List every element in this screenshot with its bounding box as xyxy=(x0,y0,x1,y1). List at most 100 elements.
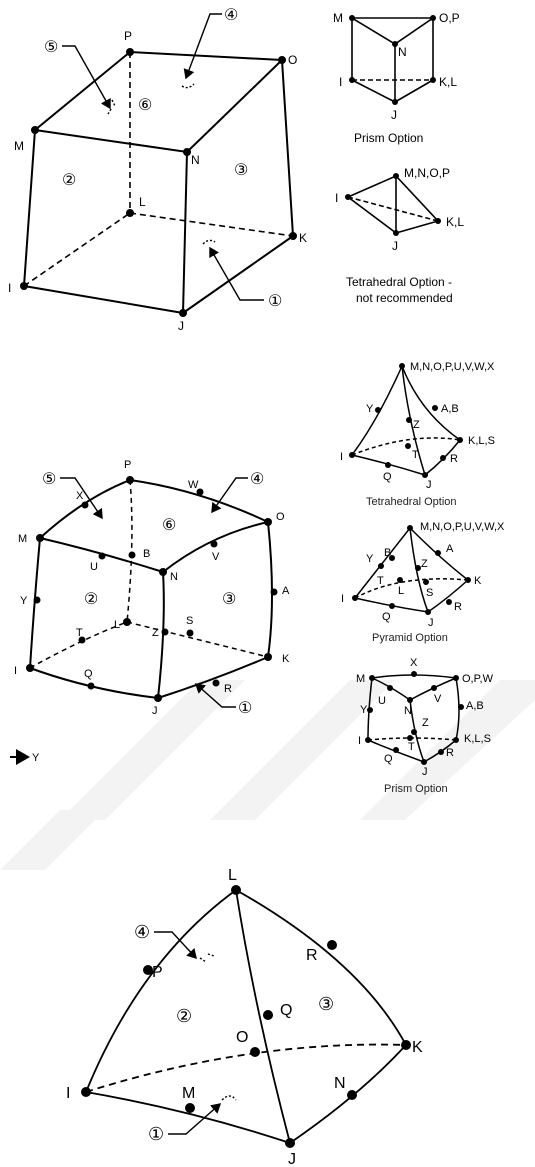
label-M: M xyxy=(14,139,24,153)
tet-label-J: J xyxy=(392,239,398,253)
h20prism-Q: Q xyxy=(384,753,393,765)
tet10-nodes xyxy=(81,885,411,1148)
label-N: N xyxy=(191,153,200,167)
h20-face-5: ⑤ xyxy=(42,471,56,488)
node-N xyxy=(183,148,191,156)
h20-prism-caption: Prism Option xyxy=(384,783,448,795)
y-axis-indicator: Y xyxy=(10,749,40,765)
tet-option-caption-2: not recommended xyxy=(356,291,453,305)
tet10-R: R xyxy=(306,947,318,964)
tet10-face-4: ④ xyxy=(134,922,150,942)
h20-pyramid xyxy=(354,527,469,613)
node-I xyxy=(20,282,28,290)
node-O xyxy=(278,56,286,64)
prism-label-N: N xyxy=(398,45,407,59)
h20prism-I: I xyxy=(358,735,361,747)
h20-Z: Z xyxy=(152,627,159,639)
h20tet-top: M,N,O,P,U,V,W,X xyxy=(410,361,495,373)
prism-label-OP: O,P xyxy=(439,11,460,25)
h20tet-Q: Q xyxy=(383,471,392,483)
pyr-S: S xyxy=(426,587,433,599)
pyr-T: T xyxy=(377,575,384,587)
node-P xyxy=(126,48,134,56)
face-leaders xyxy=(62,13,264,301)
h20-R: R xyxy=(224,683,232,695)
label-O: O xyxy=(288,53,297,67)
h20-face-2: ② xyxy=(84,591,98,608)
h20-N: N xyxy=(170,571,178,583)
h20-face-1: ① xyxy=(238,700,252,717)
h20-O: O xyxy=(276,511,285,523)
tet-label-MNOP: M,N,O,P xyxy=(404,166,450,180)
h20-A: A xyxy=(282,585,290,597)
face-2: ② xyxy=(62,172,76,189)
tet-label-I: I xyxy=(335,191,338,205)
node-J xyxy=(179,309,187,317)
h20prism-M: M xyxy=(356,673,365,685)
h20prism-Z: Z xyxy=(422,717,429,729)
tet10-J: J xyxy=(288,1151,296,1167)
tet10-Q: Q xyxy=(280,1002,292,1019)
tet10-face-3: ③ xyxy=(318,994,334,1014)
hex8-nodes xyxy=(20,48,297,317)
pyr-R: R xyxy=(454,601,462,613)
h20tet-R: R xyxy=(450,453,458,465)
pyr-L: L xyxy=(398,585,404,597)
h20-W: W xyxy=(188,479,199,491)
h20tet-Z: Z xyxy=(413,419,420,431)
h20-K: K xyxy=(282,653,290,665)
h20-tet-caption: Tetrahedral Option xyxy=(366,496,457,508)
h20-face-3: ③ xyxy=(222,591,236,608)
node-M xyxy=(31,126,39,134)
prism-label-KL: K,L xyxy=(439,75,457,89)
tet10-K: K xyxy=(412,1039,423,1056)
h20-P: P xyxy=(124,459,131,471)
h20tet-Y: Y xyxy=(366,403,374,415)
prism-label-I: I xyxy=(339,75,342,89)
pyr-Z: Z xyxy=(421,558,428,570)
tet10-P: P xyxy=(152,964,163,981)
h20tet-I: I xyxy=(340,451,343,463)
h20-I: I xyxy=(14,665,17,677)
label-L: L xyxy=(139,195,146,209)
label-P: P xyxy=(124,29,132,43)
tet-label-KL: K,L xyxy=(446,215,464,229)
h20-X: X xyxy=(76,490,84,502)
h20-L: L xyxy=(114,619,120,631)
hex8-tet xyxy=(346,175,440,234)
h20-T: T xyxy=(76,627,83,639)
face-6: ⑥ xyxy=(138,97,152,114)
h20-Y: Y xyxy=(20,595,28,607)
label-I: I xyxy=(8,281,11,295)
pyr-Q: Q xyxy=(382,611,391,623)
h20-J: J xyxy=(152,705,158,717)
node-L xyxy=(126,209,134,217)
tet10-face-2: ② xyxy=(176,1006,192,1026)
pyr-B: B xyxy=(384,547,391,559)
hex8-prism xyxy=(349,17,436,103)
label-J: J xyxy=(178,319,184,333)
h20tet-AB: A,B xyxy=(441,403,459,415)
h20-face-6: ⑥ xyxy=(162,517,176,534)
h20-Q: Q xyxy=(84,668,93,680)
h20-B: B xyxy=(143,548,150,560)
h20-U: U xyxy=(90,561,98,573)
h20prism-KLS: K,L,S xyxy=(464,733,491,745)
h20prism-OPW: O,P,W xyxy=(462,673,494,685)
h20tet-J: J xyxy=(426,479,432,491)
h20-M: M xyxy=(18,533,27,545)
tet10-M: M xyxy=(182,1085,195,1102)
face-1: ① xyxy=(268,293,282,310)
prism-label-J: J xyxy=(391,108,397,122)
tet10-face-1: ① xyxy=(148,1124,164,1144)
face-5: ⑤ xyxy=(44,39,58,56)
h20-S: S xyxy=(186,615,193,627)
pyr-A: A xyxy=(446,543,454,555)
tet10-O: O xyxy=(236,1029,248,1046)
h20-pyramid-caption: Pyramid Option xyxy=(372,632,448,644)
tet10-N: N xyxy=(334,1075,346,1092)
face-3: ③ xyxy=(234,162,248,179)
node-K xyxy=(289,232,297,240)
pyr-I: I xyxy=(341,593,344,605)
h20-face-4: ④ xyxy=(250,471,264,488)
